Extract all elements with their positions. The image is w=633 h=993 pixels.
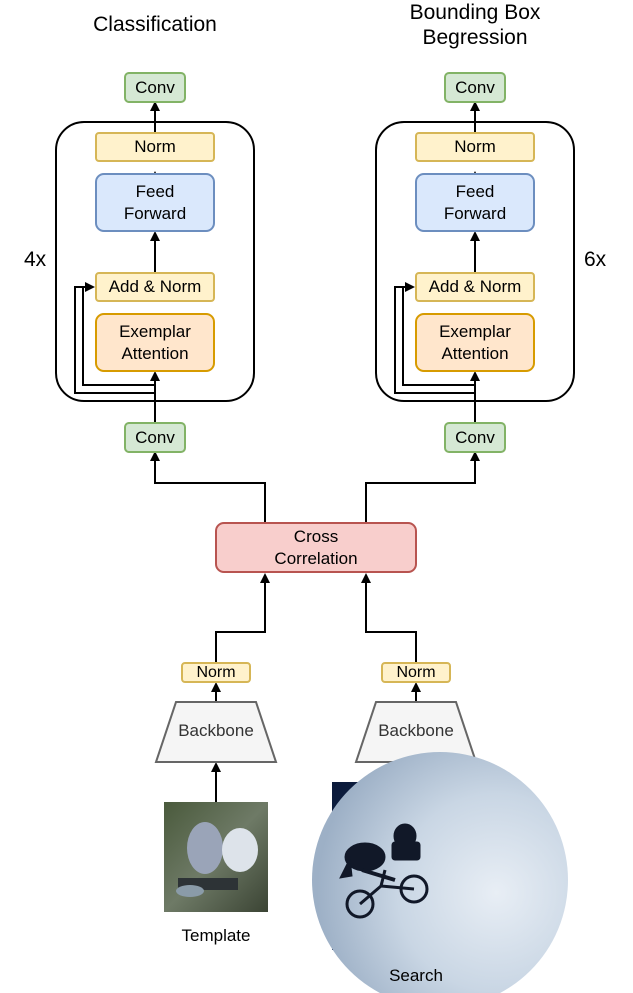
left-bottom-conv: Conv	[124, 422, 186, 453]
template-backbone-label: Backbone	[178, 721, 254, 740]
backbone-template-shape	[154, 701, 278, 763]
left-top-conv: Conv	[124, 72, 186, 103]
search-backbone-label: Backbone	[378, 721, 454, 740]
cross-correlation: Cross Correlation	[215, 522, 417, 573]
left-exemplar-attention: Exemplar Attention	[95, 313, 215, 372]
bbox-regression-title: Bounding Box Begression	[409, 1, 541, 49]
right-top-conv: Conv	[444, 72, 506, 103]
right-exemplar-attention: Exemplar Attention	[415, 313, 535, 372]
search-norm: Norm	[381, 662, 451, 683]
left-norm: Norm	[95, 132, 215, 162]
right-bottom-conv: Conv	[444, 422, 506, 453]
left-repeat-count: 4x	[24, 248, 47, 271]
template-caption: Template	[181, 926, 251, 945]
right-add-norm: Add & Norm	[415, 272, 535, 302]
right-repeat-count: 6x	[584, 248, 607, 271]
template-norm: Norm	[181, 662, 251, 683]
search-caption: Search	[389, 966, 443, 985]
right-feed-forward: Feed Forward	[415, 173, 535, 232]
search-image	[312, 752, 568, 993]
right-norm: Norm	[415, 132, 535, 162]
classification-title: Classification	[93, 13, 217, 36]
left-feed-forward: Feed Forward	[95, 173, 215, 232]
left-add-norm: Add & Norm	[95, 272, 215, 302]
template-image	[164, 802, 268, 912]
